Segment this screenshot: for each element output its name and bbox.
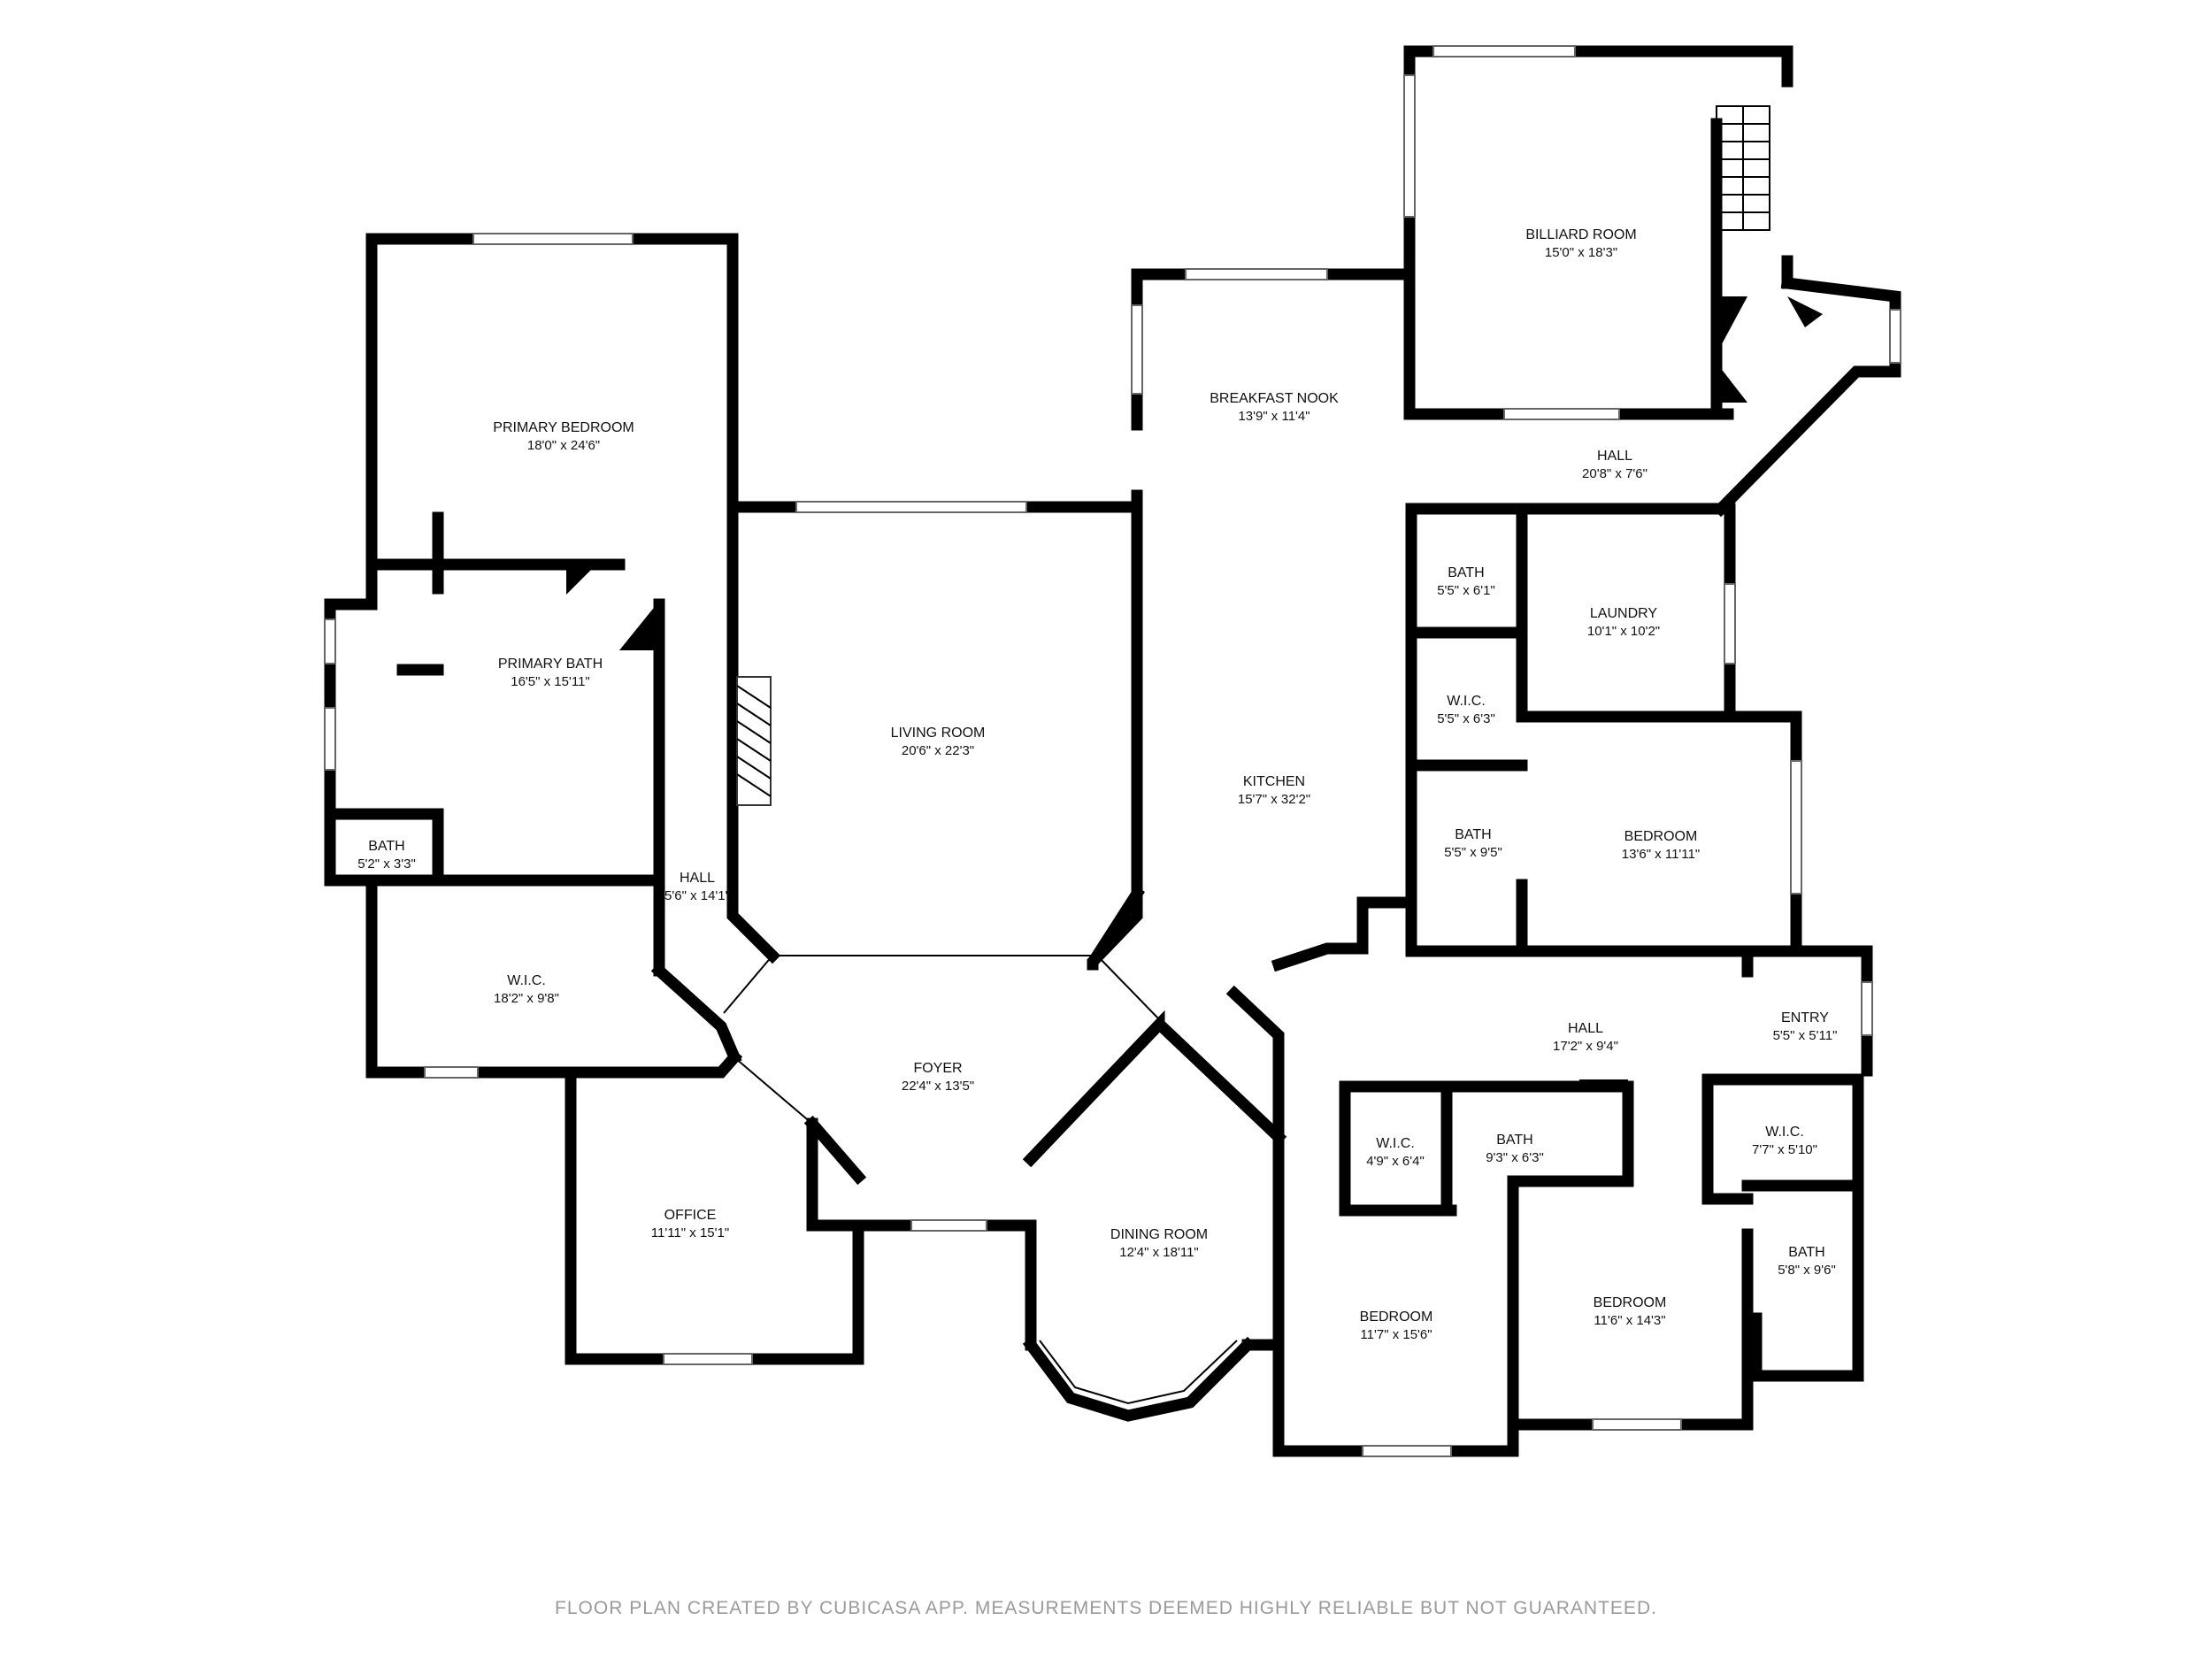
room-name: BEDROOM [1624, 829, 1698, 844]
room-dim: 5'5" x 5'11" [1773, 1028, 1838, 1043]
room-dim: 5'5" x 9'5" [1444, 845, 1502, 860]
room-label-bedroom-south: BEDROOM 11'7" x 15'6" [1360, 1310, 1433, 1342]
room-dim: 5'2" x 3'3" [357, 856, 416, 872]
room-label-foyer: FOYER 22'4" x 13'5" [902, 1061, 974, 1094]
room-label-primary-bath: PRIMARY BATH 16'5" x 15'11" [498, 657, 603, 689]
room-label-wic-east: W.I.C. 5'5" x 6'3" [1437, 694, 1495, 726]
disclaimer-footer: FLOOR PLAN CREATED BY CUBICASA APP. MEAS… [555, 1598, 1657, 1618]
room-dim: 5'5" x 6'3" [1437, 711, 1495, 726]
room-label-entry: ENTRY 5'5" x 5'11" [1773, 1010, 1838, 1043]
room-label-laundry: LAUNDRY 10'1" x 10'2" [1587, 606, 1660, 639]
room-dim: 4'9" x 6'4" [1366, 1154, 1425, 1169]
room-dim: 11'6" x 14'3" [1594, 1313, 1665, 1328]
room-dim: 20'8" x 7'6" [1582, 466, 1647, 481]
wall-fills [566, 296, 1823, 1090]
room-dim: 16'5" x 15'11" [511, 674, 590, 689]
room-name: BEDROOM [1360, 1310, 1433, 1325]
stairs [1716, 105, 1770, 231]
room-label-kitchen: KITCHEN 15'7" x 32'2" [1238, 774, 1310, 807]
room-label-bedroom-southeast: BEDROOM 11'6" x 14'3" [1594, 1295, 1667, 1328]
room-name: BATH [1496, 1133, 1532, 1148]
room-dim: 5'8" x 9'6" [1778, 1263, 1836, 1278]
room-name: OFFICE [664, 1208, 717, 1223]
room-name: BILLIARD ROOM [1525, 227, 1636, 242]
room-label-hall-south: HALL 17'2" x 9'4" [1553, 1021, 1618, 1054]
room-dim: 9'3" x 6'3" [1486, 1150, 1544, 1165]
room-name: LAUNDRY [1590, 606, 1658, 621]
room-name: BEDROOM [1594, 1295, 1667, 1310]
room-label-primary-bedroom: PRIMARY BEDROOM 18'0" x 24'6" [493, 420, 634, 453]
room-label-bedroom-east: BEDROOM 13'6" x 11'11" [1622, 829, 1700, 862]
room-label-bath-south: BATH 9'3" x 6'3" [1486, 1133, 1544, 1165]
openings [723, 513, 1160, 1354]
room-name: LIVING ROOM [891, 726, 986, 741]
room-dim: 10'1" x 10'2" [1587, 624, 1660, 639]
room-label-bath-southeast: BATH 5'8" x 9'6" [1778, 1245, 1836, 1278]
room-dim: 15'0" x 18'3" [1545, 245, 1617, 260]
room-label-billiard-room: BILLIARD ROOM 15'0" x 18'3" [1525, 227, 1636, 260]
room-label-hall-north: HALL 20'8" x 7'6" [1582, 449, 1647, 481]
room-dim: 11'7" x 15'6" [1360, 1327, 1432, 1342]
room-name: W.I.C. [1765, 1125, 1804, 1140]
room-name: FOYER [913, 1061, 962, 1076]
room-name: ENTRY [1781, 1010, 1829, 1025]
room-name: BATH [1455, 827, 1491, 842]
room-dim: 11'11" x 15'1" [651, 1225, 729, 1240]
room-label-dining-room: DINING ROOM 12'4" x 18'11" [1110, 1227, 1208, 1260]
room-dim: 22'4" x 13'5" [902, 1079, 974, 1094]
room-dim: 13'6" x 11'11" [1622, 847, 1700, 862]
room-dim: 15'7" x 32'2" [1238, 792, 1310, 807]
fireplace [736, 676, 772, 806]
room-label-wic-southeast: W.I.C. 7'7" x 5'10" [1752, 1125, 1817, 1157]
room-label-living-room: LIVING ROOM 20'6" x 22'3" [891, 726, 986, 758]
room-dim: 20'6" x 22'3" [902, 743, 974, 758]
room-label-wic-primary: W.I.C. 18'2" x 9'8" [494, 973, 559, 1006]
room-name: DINING ROOM [1110, 1227, 1208, 1242]
room-name: PRIMARY BATH [498, 657, 603, 672]
room-label-bath-east: BATH 5'5" x 9'5" [1444, 827, 1502, 860]
room-dim: 18'2" x 9'8" [494, 991, 559, 1006]
room-name: BATH [1788, 1245, 1824, 1260]
room-name: BATH [368, 839, 404, 854]
room-name: PRIMARY BEDROOM [493, 420, 634, 435]
room-name: W.I.C. [1376, 1136, 1415, 1151]
room-label-office: OFFICE 11'11" x 15'1" [651, 1208, 729, 1240]
room-label-bath-small: BATH 5'2" x 3'3" [357, 839, 416, 872]
room-labels: BILLIARD ROOM 15'0" x 18'3" BREAKFAST NOO… [357, 227, 1837, 1342]
room-dim: 7'7" x 5'10" [1752, 1142, 1817, 1157]
room-label-hall-west: HALL 5'6" x 14'1" [664, 871, 730, 903]
room-name: W.I.C. [507, 973, 546, 988]
room-name: W.I.C. [1447, 694, 1486, 709]
room-dim: 17'2" x 9'4" [1553, 1039, 1618, 1054]
room-name: KITCHEN [1243, 774, 1305, 789]
room-dim: 5'6" x 14'1" [664, 888, 730, 903]
room-name: HALL [680, 871, 715, 886]
room-dim: 5'5" x 6'1" [1437, 583, 1495, 598]
room-label-bath-laundry: BATH 5'5" x 6'1" [1437, 565, 1495, 598]
room-name: BATH [1448, 565, 1484, 580]
room-label-wic-south: W.I.C. 4'9" x 6'4" [1366, 1136, 1425, 1169]
room-name: HALL [1568, 1021, 1603, 1036]
windows [324, 45, 1901, 1457]
room-name: BREAKFAST NOOK [1210, 391, 1339, 406]
room-dim: 12'4" x 18'11" [1119, 1245, 1199, 1260]
room-label-breakfast-nook: BREAKFAST NOOK 13'9" x 11'4" [1210, 391, 1339, 424]
dining-bay [1022, 1336, 1256, 1422]
room-name: HALL [1597, 449, 1632, 464]
room-dim: 13'9" x 11'4" [1238, 409, 1310, 424]
room-dim: 18'0" x 24'6" [527, 438, 600, 453]
